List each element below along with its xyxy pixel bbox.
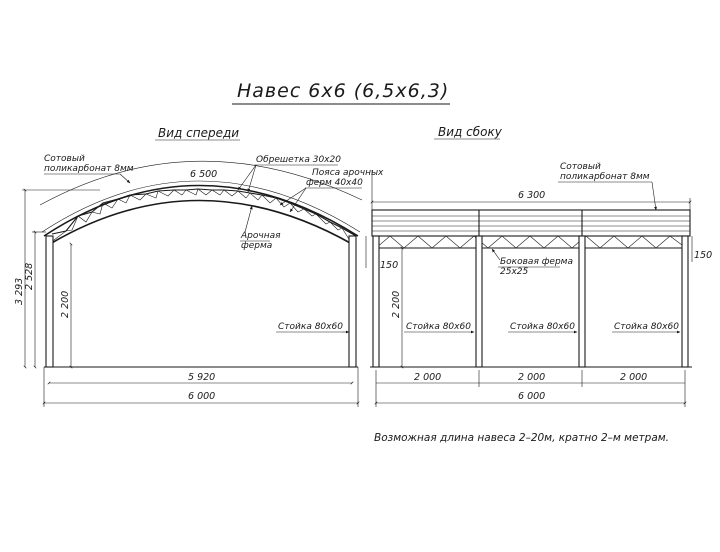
side-post-3	[578, 235, 586, 368]
side-truss-diagonals	[375, 235, 687, 249]
label-arch-truss-1: Арочная	[240, 231, 281, 241]
dim-post-height: 2 200	[60, 291, 71, 318]
label-polycarbonate-2: поликарбонат 8мм	[44, 164, 134, 174]
label-front-post: Стойка 80х60	[278, 322, 343, 332]
front-view: Вид спереди 6 500 3 293 2 528 2 200 5 92…	[14, 126, 384, 407]
front-post-right	[348, 235, 357, 368]
dim-truss-right: 150	[694, 250, 712, 261]
side-post-4	[681, 235, 689, 368]
label-lathing: Обрешетка 30х20	[256, 155, 341, 165]
dim-truss-left: 150	[380, 260, 398, 271]
dim-side-total: 6 000	[518, 391, 545, 402]
leader-lathing-arrow-2	[247, 164, 257, 193]
arc-dimension-line	[39, 160, 363, 206]
arch-truss-lattice	[51, 188, 357, 237]
label-side-post-1: Стойка 80х60	[406, 322, 471, 332]
arc-dimension-value: 6 500	[190, 169, 217, 180]
dim-outer-width: 6 000	[188, 391, 215, 402]
leader-arch-truss-arrow	[244, 205, 253, 233]
label-side-polycarbonate-2: поликарбонат 8мм	[560, 172, 650, 182]
side-post-1	[372, 235, 380, 368]
label-side-truss-2: 25х25	[500, 267, 529, 277]
dim-inner-width: 5 920	[188, 372, 215, 383]
dim-bay-1: 2 000	[414, 372, 441, 383]
leader-lathing-arrow-1	[237, 164, 257, 191]
dim-side-post-height: 2 200	[391, 291, 402, 318]
label-side-truss-1: Боковая ферма	[500, 257, 573, 267]
label-side-post-2: Стойка 80х60	[510, 322, 575, 332]
label-side-post-3: Стойка 80х60	[614, 322, 679, 332]
dim-bay-3: 2 000	[620, 372, 647, 383]
leader-polycarbonate-arrow	[119, 173, 131, 184]
front-view-heading: Вид спереди	[158, 126, 239, 140]
label-chords-1: Пояса арочных	[312, 168, 384, 178]
front-post-left	[45, 235, 54, 368]
leader-side-polycarbonate-arrow	[651, 181, 657, 211]
side-post-2	[475, 235, 483, 368]
leader-chords-arrow-1	[279, 187, 307, 206]
label-chords-2: ферм 40х40	[306, 178, 363, 188]
arch-inner-chord	[49, 199, 353, 245]
dim-truss-height: 2 528	[24, 263, 35, 290]
length-note: Возможная длина навеса 2–20м, кратно 2–м…	[374, 432, 669, 444]
dim-total-height: 3 293	[14, 278, 25, 305]
label-side-polycarbonate-1: Сотовый	[560, 162, 601, 172]
polycarbonate-sheet	[41, 180, 361, 233]
side-view: Вид сбоку 6 300 150 150 2 200	[365, 125, 712, 407]
dim-bay-2: 2 000	[518, 372, 545, 383]
arch-outer-chord	[43, 184, 359, 237]
leader-side-truss-arrow	[491, 248, 501, 261]
label-polycarbonate-1: Сотовый	[44, 154, 85, 164]
leader-chords-arrow-2	[289, 187, 307, 213]
label-arch-truss-2: ферма	[241, 241, 272, 251]
drawing-title: Навес 6х6 (6,5х6,3)	[237, 80, 449, 102]
side-view-heading: Вид сбоку	[438, 125, 503, 139]
side-roof-sheet	[371, 209, 691, 237]
dim-top-length: 6 300	[518, 190, 545, 201]
arch-truss-diagonals	[49, 188, 353, 245]
